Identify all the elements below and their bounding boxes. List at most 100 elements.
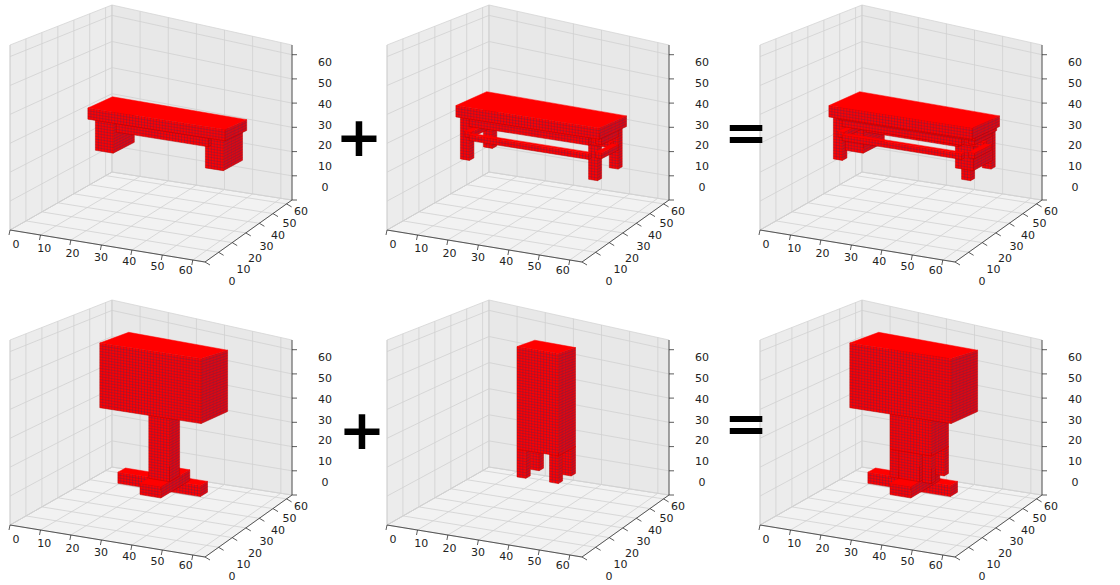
tick-label: 60 [179,264,193,275]
tick-label: 40 [648,524,662,535]
tick-label: 50 [151,555,165,566]
tick-mark [386,55,674,265]
tick-label: 10 [987,559,1001,570]
tick-label: 0 [979,276,986,287]
tick-label: 50 [283,513,297,524]
voxel-plot [9,300,297,560]
tick-label: 20 [1068,435,1082,446]
operator-sign: + [339,402,386,458]
tick-label: 40 [1068,393,1082,404]
tick-label: 0 [390,534,397,545]
tick-label: 50 [1068,78,1082,89]
voxel-grid [88,109,247,141]
voxel-block [517,447,530,479]
axis-pane [10,300,112,525]
tick-label: 20 [695,435,709,446]
tick-label: 20 [318,140,332,151]
voxel-plot [386,300,674,560]
tick-label: 60 [929,264,943,275]
tick-label: 50 [660,218,674,229]
tick-label: 60 [294,206,308,217]
tick-label: 0 [979,571,986,582]
tick-label: 30 [94,251,108,262]
tick-label: 60 [179,559,193,570]
tick-label: 40 [318,98,332,109]
tick-label: 10 [695,161,709,172]
tick-label: 50 [901,555,915,566]
tick-label: 20 [998,547,1012,558]
grid-line [387,5,669,262]
tick-label: 40 [695,393,709,404]
tick-label: 30 [695,414,709,425]
tick-label: 60 [1044,501,1058,512]
tick-label: 0 [763,534,770,545]
tick-label: 10 [787,243,801,254]
tick-label: 30 [471,251,485,262]
voxel-block [550,452,563,484]
tick-label: 30 [318,119,332,130]
tick-label: 20 [248,252,262,263]
tick-mark [759,55,1047,265]
tick-label: 60 [671,501,685,512]
tick-label: 40 [1021,229,1035,240]
tick-label: 0 [699,182,706,193]
tick-label: 30 [844,546,858,557]
tick-label: 40 [318,393,332,404]
axis-line [387,340,669,557]
voxel-face [456,92,627,128]
tick-label: 20 [248,547,262,558]
axis-pane [489,300,669,495]
tick-label: 40 [122,551,136,562]
tick-label: 50 [318,78,332,89]
tick-label: 50 [1068,373,1082,384]
grid-line [760,5,1042,262]
tick-label: 60 [671,206,685,217]
tick-label: 0 [606,276,613,287]
tick-label: 0 [229,276,236,287]
tick-label: 50 [528,555,542,566]
voxel-plot [9,5,297,265]
tick-label: 30 [318,414,332,425]
tick-label: 30 [1068,414,1082,425]
tick-label: 10 [695,456,709,467]
voxel-block [829,92,1000,140]
tick-label: 40 [872,551,886,562]
tick-label: 40 [122,256,136,267]
voxel-block [517,340,576,456]
voxel-block [923,452,936,484]
tick-label: 10 [414,243,428,254]
tick-label: 60 [1068,352,1082,363]
tick-label: 50 [901,260,915,271]
tick-label: 60 [1068,57,1082,68]
tick-label: 60 [1044,206,1058,217]
tick-label: 20 [998,252,1012,263]
grid-line [10,300,292,557]
axis-line [10,45,292,262]
tick-label: 30 [695,119,709,130]
tick-label: 10 [318,161,332,172]
tick-label: 30 [637,241,651,252]
tick-label: 50 [318,373,332,384]
voxel-grid [596,146,618,159]
tick-label: 40 [271,524,285,535]
tick-label: 10 [237,264,251,275]
grid-line [10,5,292,262]
tick-label: 20 [816,542,830,553]
tick-label: 50 [1033,218,1047,229]
tick-label: 30 [844,251,858,262]
tick-label: 50 [695,373,709,384]
tick-label: 60 [556,264,570,275]
tick-label: 0 [390,239,397,250]
tick-label: 30 [1010,536,1024,547]
tick-label: 20 [66,247,80,258]
tick-label: 20 [443,247,457,258]
tick-label: 30 [637,536,651,547]
tick-label: 50 [283,218,297,229]
tick-label: 60 [294,501,308,512]
tick-label: 20 [66,542,80,553]
tick-label: 40 [872,256,886,267]
tick-label: 10 [37,538,51,549]
